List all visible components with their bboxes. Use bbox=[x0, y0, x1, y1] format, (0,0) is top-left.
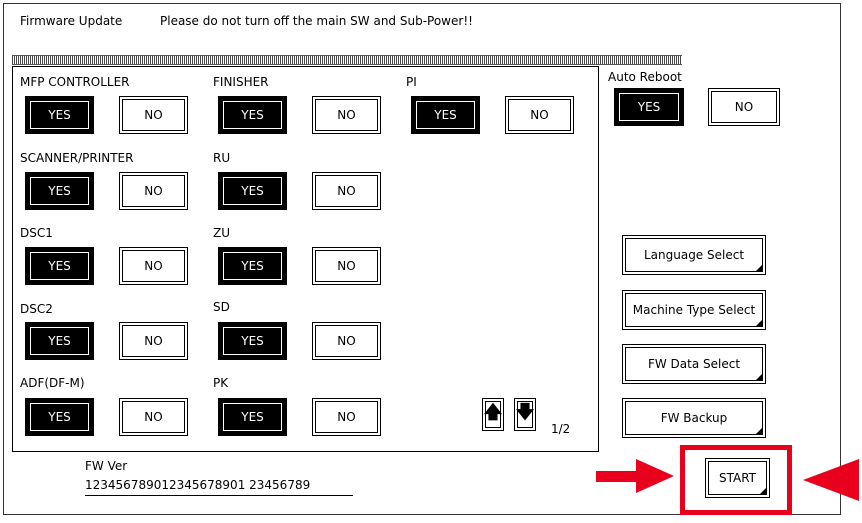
fw-version-label: FW Ver bbox=[85, 459, 128, 473]
fw-version-value: 123456789012345678901 23456789 bbox=[85, 478, 311, 492]
ru-yes-button[interactable]: YES bbox=[218, 172, 287, 210]
mfp-controller-yes-button[interactable]: YES bbox=[25, 96, 94, 134]
adf-no-button[interactable]: NO bbox=[119, 398, 188, 436]
warning-message: Please do not turn off the main SW and S… bbox=[160, 14, 473, 28]
language-select-button[interactable]: Language Select bbox=[622, 235, 766, 275]
unit-label-scanner-printer: SCANNER/PRINTER bbox=[20, 151, 134, 165]
sd-no-button[interactable]: NO bbox=[312, 322, 381, 360]
left-pointing-arrow-icon bbox=[803, 459, 859, 501]
zu-no-button[interactable]: NO bbox=[312, 247, 381, 285]
ru-no-button[interactable]: NO bbox=[312, 172, 381, 210]
dsc1-no-button[interactable]: NO bbox=[119, 247, 188, 285]
unit-label-pk: PK bbox=[213, 376, 229, 390]
adf-yes-button[interactable]: YES bbox=[25, 398, 94, 436]
pk-no-button[interactable]: NO bbox=[312, 398, 381, 436]
right-pointing-arrow-icon bbox=[596, 459, 674, 493]
progress-hatch-bar bbox=[12, 55, 682, 65]
mfp-controller-no-button[interactable]: NO bbox=[119, 96, 188, 134]
unit-label-pi: PI bbox=[406, 75, 417, 89]
fw-data-select-button[interactable]: FW Data Select bbox=[622, 344, 766, 384]
scanner-printer-no-button[interactable]: NO bbox=[119, 172, 188, 210]
finisher-yes-button[interactable]: YES bbox=[218, 96, 287, 134]
dsc2-no-button[interactable]: NO bbox=[119, 322, 188, 360]
fw-version-underline bbox=[85, 495, 353, 496]
pk-yes-button[interactable]: YES bbox=[218, 398, 287, 436]
dsc2-yes-button[interactable]: YES bbox=[25, 322, 94, 360]
page-indicator: 1/2 bbox=[551, 422, 571, 436]
down-arrow-icon[interactable]: 🡇 bbox=[514, 398, 536, 431]
scanner-printer-yes-button[interactable]: YES bbox=[25, 172, 94, 210]
sd-yes-button[interactable]: YES bbox=[218, 322, 287, 360]
unit-label-zu: ZU bbox=[213, 226, 231, 240]
pi-no-button[interactable]: NO bbox=[505, 96, 574, 134]
page-title: Firmware Update bbox=[20, 14, 123, 28]
unit-label-dsc1: DSC1 bbox=[20, 226, 53, 240]
machine-type-select-button[interactable]: Machine Type Select bbox=[622, 290, 766, 330]
zu-yes-button[interactable]: YES bbox=[218, 247, 287, 285]
unit-label-adf: ADF(DF-M) bbox=[20, 376, 85, 390]
up-arrow-icon[interactable]: 🡅 bbox=[482, 398, 504, 431]
unit-label-finisher: FINISHER bbox=[213, 75, 269, 89]
dsc1-yes-button[interactable]: YES bbox=[25, 247, 94, 285]
auto-reboot-label: Auto Reboot bbox=[608, 70, 682, 84]
auto-reboot-yes-button[interactable]: YES bbox=[614, 88, 684, 126]
finisher-no-button[interactable]: NO bbox=[312, 96, 381, 134]
auto-reboot-no-button[interactable]: NO bbox=[708, 88, 780, 126]
fw-backup-button[interactable]: FW Backup bbox=[622, 398, 766, 438]
unit-label-ru: RU bbox=[213, 151, 231, 165]
pi-yes-button[interactable]: YES bbox=[411, 96, 480, 134]
unit-label-dsc2: DSC2 bbox=[20, 302, 53, 316]
start-button[interactable]: START bbox=[705, 458, 770, 498]
unit-selection-panel bbox=[12, 66, 599, 452]
unit-label-mfp-controller: MFP CONTROLLER bbox=[20, 75, 130, 89]
unit-label-sd: SD bbox=[213, 300, 230, 314]
